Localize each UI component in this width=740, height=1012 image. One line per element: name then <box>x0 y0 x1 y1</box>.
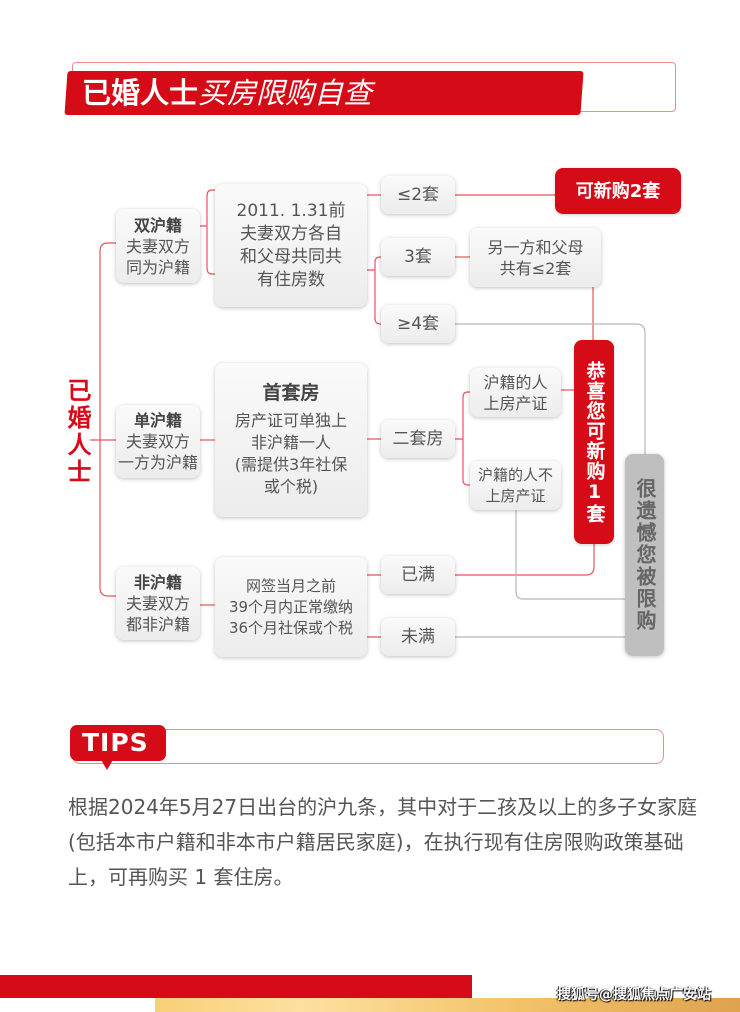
condition-line: 网签当月之前 <box>245 576 336 595</box>
option-le2: ≤2套 <box>381 176 455 214</box>
condition-single: 首套房 房产证可单独上 非沪籍一人 (需提供3年社保 或个税) <box>215 363 367 517</box>
category-name: 单沪籍 <box>133 411 182 430</box>
condition-line: 2011. 1.31前 <box>236 200 346 221</box>
condition-double: 2011. 1.31前 夫妻双方各自 和父母共同共 有住房数 <box>215 184 367 307</box>
option-line: 上房产证 <box>483 393 548 413</box>
option-line: 沪籍的人不 <box>477 465 553 484</box>
footer-gold-bar <box>155 998 740 1012</box>
condition-line: 房产证可单独上 <box>234 411 347 430</box>
condition-line: 有住房数 <box>257 269 325 290</box>
tips-pointer <box>100 758 114 770</box>
category-desc: 夫妻双方 <box>125 594 190 613</box>
option-line: 沪籍的人 <box>483 372 548 392</box>
condition-line: 非沪籍一人 <box>250 433 331 452</box>
condition-line: 39个月内正常缴纳 <box>228 597 354 616</box>
category-desc: 都非沪籍 <box>125 615 190 634</box>
option-not-full: 未满 <box>381 618 455 656</box>
page-title: 已婚人士买房限购自查 <box>82 76 373 110</box>
option-line: 上房产证 <box>485 486 546 505</box>
tips-label: TIPS <box>70 725 166 761</box>
condition-title: 首套房 <box>262 382 320 404</box>
category-name: 非沪籍 <box>133 573 182 592</box>
result-buy-2: 可新购2套 <box>555 168 681 214</box>
option-line: 共有≤2套 <box>499 258 572 278</box>
category-desc: 夫妻双方 <box>125 236 190 256</box>
condition-line: 36个月社保或个税 <box>228 618 354 637</box>
condition-line: 或个税) <box>263 477 319 496</box>
category-double-hukou: 双沪籍 夫妻双方 同为沪籍 <box>116 209 200 283</box>
option-other-party: 另一方和父母 共有≤2套 <box>470 228 601 287</box>
option-not-on-cert: 沪籍的人不 上房产证 <box>470 461 561 510</box>
option-three: 3套 <box>381 238 455 276</box>
condition-line: 夫妻双方各自 <box>240 223 342 244</box>
category-single-hukou: 单沪籍 夫妻双方 一方为沪籍 <box>116 405 200 478</box>
option-on-cert: 沪籍的人 上房产证 <box>470 368 561 417</box>
condition-line: 和父母共同共 <box>240 246 342 267</box>
category-name: 双沪籍 <box>133 215 182 235</box>
side-label-married: 已婚人士 <box>63 378 91 486</box>
result-congrats: 恭喜您可新购1套 <box>574 340 614 544</box>
category-desc: 夫妻双方 <box>125 432 190 451</box>
footer-red-bar <box>0 975 472 998</box>
category-desc: 同为沪籍 <box>125 257 190 277</box>
category-no-hukou: 非沪籍 夫妻双方 都非沪籍 <box>116 567 200 640</box>
result-sorry: 很遗憾您被限购 <box>625 454 664 656</box>
watermark: 搜狐号@搜狐焦点广安站 <box>557 987 711 1003</box>
option-second-home: 二套房 <box>381 420 455 458</box>
option-line: 另一方和父母 <box>487 237 584 257</box>
tips-text: 根据2024年5月27日出台的沪九条，其中对于二孩及以上的多子女家庭(包括本市户… <box>68 795 698 889</box>
category-desc: 一方为沪籍 <box>117 453 198 472</box>
option-ge4: ≥4套 <box>381 305 455 343</box>
condition-line: (需提供3年社保 <box>234 455 348 474</box>
flow-connectors <box>90 189 646 638</box>
option-full: 已满 <box>381 556 455 594</box>
condition-none: 网签当月之前 39个月内正常缴纳 36个月社保或个税 <box>215 557 367 657</box>
